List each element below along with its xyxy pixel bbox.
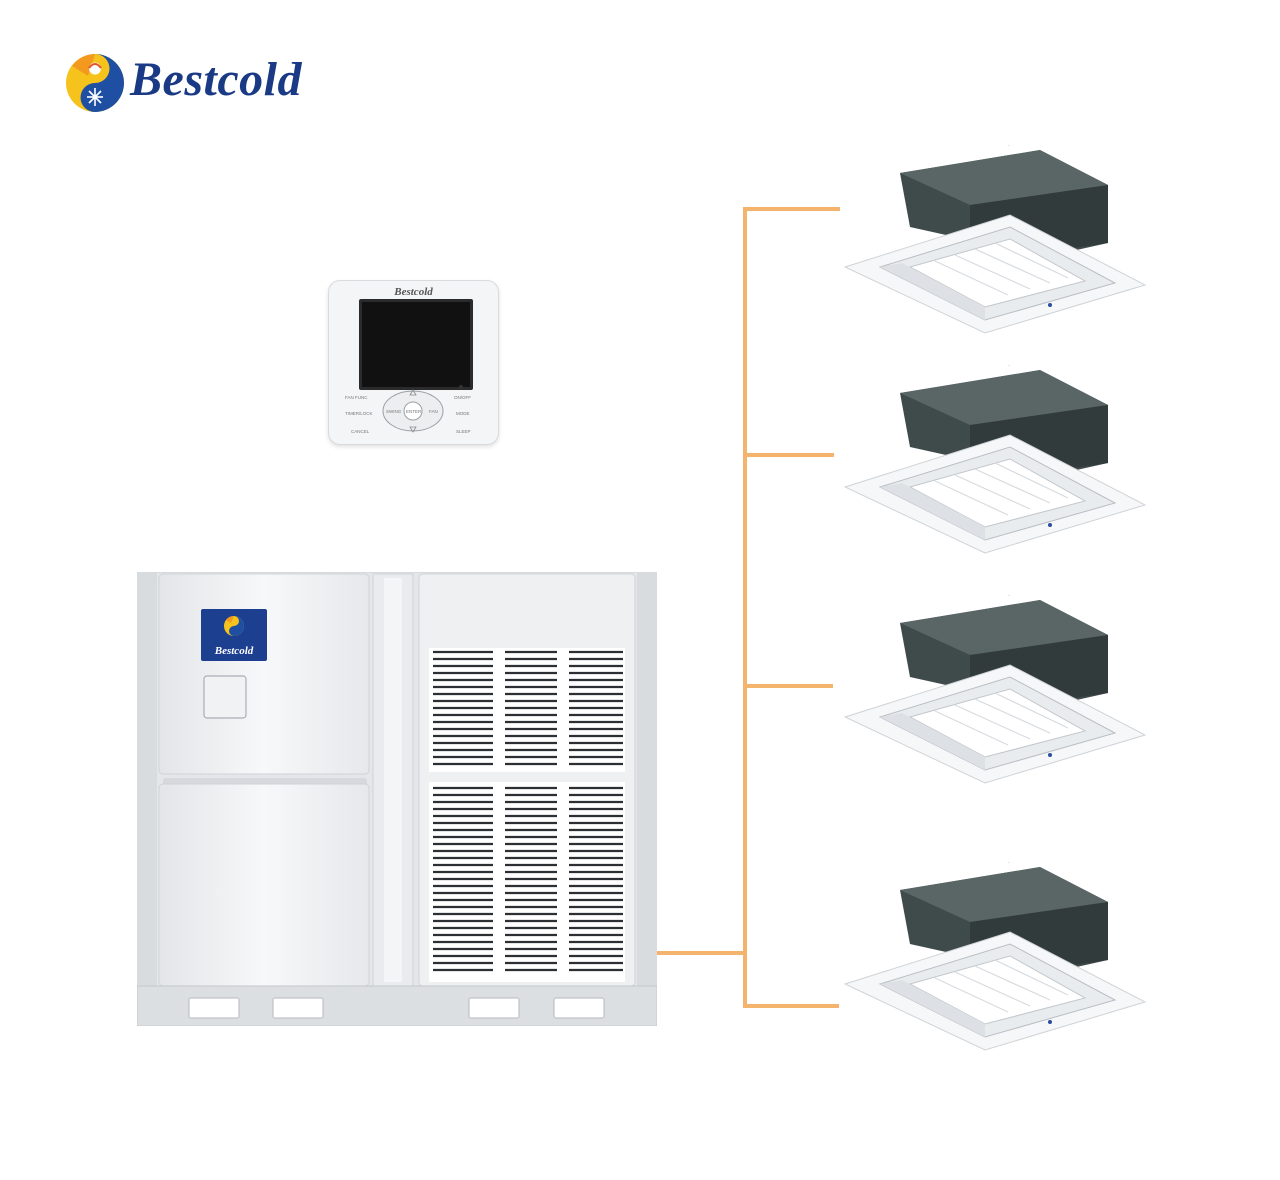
wired-controller: Bestcold FAN FUNC ON/OFF TIMER/LOCK MODE… — [328, 280, 499, 445]
unit-badge-label: Bestcold — [201, 645, 267, 657]
cassette-unit-3 — [840, 595, 1150, 795]
key-on-off[interactable]: ON/OFF — [454, 395, 471, 400]
forklift-slot — [189, 998, 239, 1018]
access-panel — [204, 676, 246, 718]
controller-brand: Bestcold — [329, 286, 498, 298]
cassette-unit-1 — [840, 145, 1150, 345]
key-enter[interactable]: ENTER — [406, 409, 421, 414]
controller-led — [459, 385, 463, 389]
controller-screen — [359, 299, 473, 390]
key-fan[interactable]: FAN — [429, 409, 438, 414]
key-timer-lock[interactable]: TIMER/LOCK — [345, 411, 373, 416]
cassette-unit-2 — [840, 365, 1150, 565]
key-sleep[interactable]: SLEEP — [456, 429, 471, 434]
forklift-slot — [554, 998, 604, 1018]
forklift-slot — [273, 998, 323, 1018]
outdoor-unit: Bestcold — [137, 572, 657, 1026]
key-swing[interactable]: SWING — [386, 409, 401, 414]
fan-grille-lower — [429, 782, 625, 982]
cassette-unit-4 — [840, 862, 1150, 1062]
upper-left-panel — [159, 574, 369, 774]
key-cancel[interactable]: CANCEL — [351, 429, 369, 434]
key-mode[interactable]: MODE — [456, 411, 470, 416]
lower-left-panel — [159, 784, 369, 986]
key-fan-func[interactable]: FAN FUNC — [345, 395, 368, 400]
forklift-slot — [469, 998, 519, 1018]
